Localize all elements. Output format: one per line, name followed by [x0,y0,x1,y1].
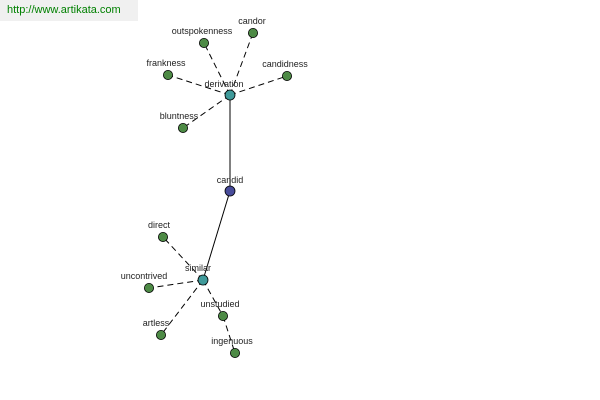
url-banner[interactable]: http://www.artikata.com [0,0,138,21]
edge-similar-artless [160,279,204,336]
node-marker-outspokenness[interactable] [198,38,209,49]
node-marker-candor[interactable] [247,27,258,38]
node-unstudied[interactable]: unstudied [200,299,240,321]
node-label-unstudied[interactable]: unstudied [200,299,239,309]
node-outspokenness[interactable]: outspokenness [172,26,233,49]
edge-similar-direct [162,236,204,281]
node-label-ingenuous[interactable]: ingenuous [211,336,253,346]
node-direct[interactable]: direct [148,220,171,242]
node-label-bluntness[interactable]: bluntness [160,111,199,121]
node-label-candor[interactable]: candor [238,16,266,26]
node-marker-similar[interactable] [197,274,209,286]
node-layer: candid derivation similar outspokenness cand… [121,16,308,358]
node-candid[interactable]: candid [217,175,244,197]
node-marker-artless[interactable] [155,329,166,340]
node-derivation[interactable]: derivation [204,79,244,101]
node-label-frankness[interactable]: frankness [146,58,186,68]
edge-derivation-frankness [167,74,231,96]
node-similar[interactable]: similar [185,263,211,286]
edge-derivation-candidness [229,75,288,96]
node-marker-frankness[interactable] [162,70,173,81]
edge-layer [148,32,288,354]
node-label-uncontrived[interactable]: uncontrived [121,271,168,281]
node-frankness[interactable]: frankness [146,58,186,81]
node-bluntness[interactable]: bluntness [160,111,199,134]
node-marker-candid[interactable] [224,185,236,197]
edge-unstudied-ingenuous [222,315,236,354]
node-label-derivation[interactable]: derivation [204,79,243,89]
node-ingenuous[interactable]: ingenuous [211,336,253,358]
node-uncontrived[interactable]: uncontrived [121,271,168,293]
node-marker-candidness[interactable] [281,71,292,82]
url-link[interactable]: http://www.artikata.com [7,4,121,16]
node-label-outspokenness[interactable]: outspokenness [172,26,233,36]
node-label-direct[interactable]: direct [148,220,171,230]
node-marker-ingenuous[interactable] [229,347,240,358]
node-candor[interactable]: candor [238,16,266,38]
node-marker-uncontrived[interactable] [143,282,154,293]
node-marker-unstudied[interactable] [217,310,228,321]
node-label-candidness[interactable]: candidness [262,59,308,69]
node-marker-direct[interactable] [157,231,168,242]
node-marker-bluntness[interactable] [177,123,188,134]
node-marker-derivation[interactable] [224,89,236,101]
node-candidness[interactable]: candidness [262,59,308,82]
node-label-candid[interactable]: candid [217,175,244,185]
node-label-artless[interactable]: artless [143,318,170,328]
edge-similar-unstudied [202,279,224,317]
edge-candid-similar [202,190,231,281]
edge-similar-uncontrived [148,279,204,289]
edge-derivation-candor [229,32,254,96]
node-artless[interactable]: artless [143,318,170,340]
node-label-similar[interactable]: similar [185,263,211,273]
